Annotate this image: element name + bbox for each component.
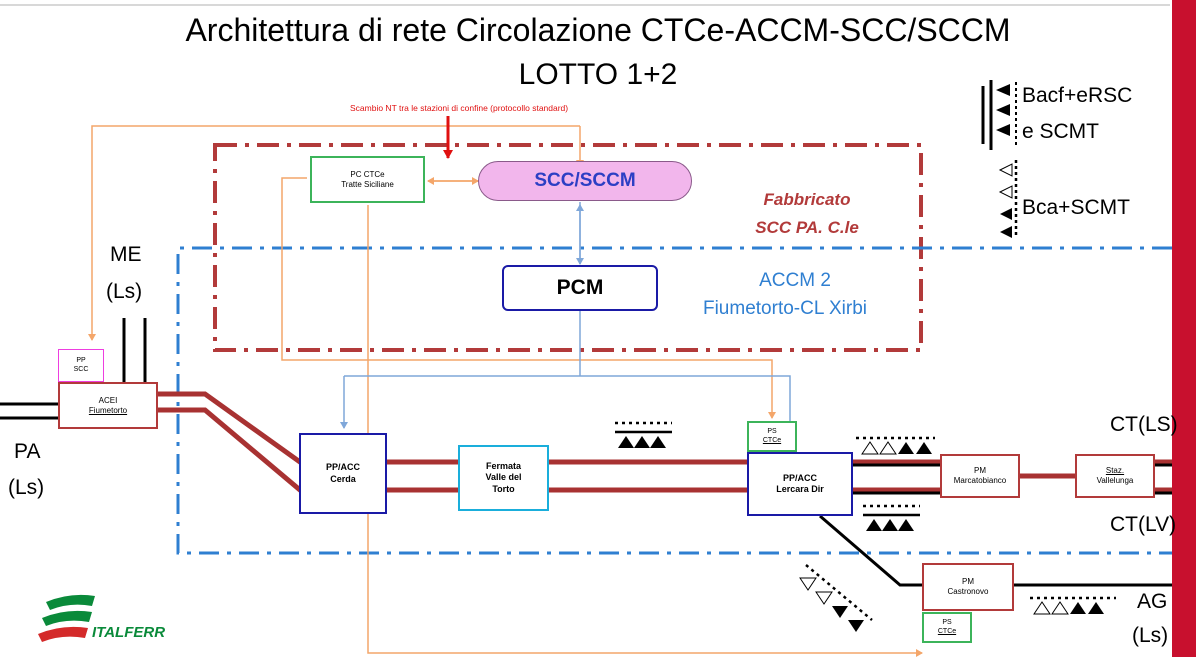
station-pa: PA <box>14 440 41 463</box>
station-me-ls: (Ls) <box>106 280 143 303</box>
ps-ctce-bottom-line2: CTCe <box>937 627 957 635</box>
symbol-bacf-lower <box>863 504 920 531</box>
pp-scc-node[interactable]: PP SCC <box>58 349 104 382</box>
fermata-line2: Valle del <box>485 472 522 483</box>
orange-links <box>88 125 923 657</box>
station-ag: AG <box>1137 590 1168 613</box>
acei-line1: ACEI <box>98 395 118 405</box>
pc-ctce-line2: Tratte Siciliane <box>341 179 394 189</box>
acei-fiumetorto-node[interactable]: ACEI Fiumetorto <box>58 382 158 429</box>
station-ag-ls: (Ls) <box>1132 624 1169 647</box>
fabbricato-label-line1: Fabbricato <box>763 190 851 209</box>
ps-ctce-bottom-line1: PS <box>942 618 952 626</box>
fermata-line3: Torto <box>492 483 515 494</box>
pc-ctce-line1: PC CTCe <box>350 169 385 179</box>
station-ct-ls: CT(LS) <box>1110 413 1178 436</box>
legend-bacf-symbol <box>981 80 1017 150</box>
pp-acc-lercara-node[interactable]: PP/ACC Lercara Dir <box>747 452 853 516</box>
lercara-line2: Lercara Dir <box>776 484 824 494</box>
pp-scc-line2: SCC <box>73 365 89 373</box>
acei-line2: Fiumetorto <box>88 405 128 415</box>
scc-sccm-label: SCC/SCCM <box>534 170 636 192</box>
legend-bacf-line1: Bacf+eRSC <box>1022 84 1133 107</box>
castronovo-line1: PM <box>962 577 974 586</box>
marcatobianco-line2: Marcatobianco <box>953 476 1007 485</box>
pp-acc-cerda-node[interactable]: PP/ACC Cerda <box>299 433 387 514</box>
pp-scc-line1: PP <box>76 356 86 364</box>
pm-marcatobianco-node[interactable]: PM Marcatobianco <box>940 454 1020 498</box>
vallelunga-line1: Staz. <box>1105 466 1125 475</box>
marcatobianco-line1: PM <box>974 466 986 475</box>
accm-frame <box>176 246 1172 555</box>
black-branches <box>819 463 1172 587</box>
italferr-logo-text: ITALFERR <box>92 624 166 641</box>
pm-castronovo-node[interactable]: PM Castronovo <box>922 563 1014 611</box>
symbol-bca-ag <box>1030 596 1116 615</box>
legend-bacf-line2: e SCMT <box>1022 120 1100 143</box>
pc-ctce-node[interactable]: PC CTCe Tratte Siciliane <box>310 156 425 203</box>
castronovo-line2: Castronovo <box>947 587 989 596</box>
cerda-line2: Cerda <box>330 473 356 484</box>
title-line2: LOTTO 1+2 <box>518 58 678 91</box>
ps-ctce-top-node[interactable]: PS CTCe <box>747 421 797 452</box>
italferr-logo-icon <box>38 594 95 642</box>
station-ct-lv: CT(LV) <box>1110 513 1177 536</box>
station-me: ME <box>110 243 142 266</box>
accm-label-line2: Fiumetorto-CL Xirbi <box>702 298 867 319</box>
ps-ctce-bottom-node[interactable]: PS CTCe <box>922 612 972 643</box>
symbol-bca-diagonal <box>799 564 873 632</box>
vallelunga-line2: Vallelunga <box>1096 476 1134 485</box>
pcm-node[interactable]: PCM <box>502 265 658 311</box>
cerda-line1: PP/ACC <box>325 462 360 473</box>
staz-vallelunga-node[interactable]: Staz. Vallelunga <box>1075 454 1155 498</box>
lercara-line1: PP/ACC <box>782 472 817 483</box>
legend-bca-symbol <box>998 160 1018 238</box>
symbol-bca-upper <box>856 436 935 455</box>
station-pa-ls: (Ls) <box>8 476 45 499</box>
pcm-label: PCM <box>556 275 604 299</box>
note-red: Scambio NT tra le stazioni di confine (p… <box>350 103 569 113</box>
title-line1: Architettura di rete Circolazione CTCe-A… <box>185 12 1011 48</box>
ps-ctce-top-line2: CTCe <box>762 436 782 444</box>
ps-ctce-top-line1: PS <box>767 427 777 435</box>
blue-links <box>340 202 794 450</box>
legend-bca: Bca+SCMT <box>1022 196 1130 219</box>
fabbricato-label-line2: SCC PA. C.le <box>755 218 859 237</box>
accm-label-line1: ACCM 2 <box>759 270 831 291</box>
right-red-bar <box>1172 0 1196 657</box>
scc-sccm-node[interactable]: SCC/SCCM <box>478 161 692 201</box>
fermata-valle-del-torto-node[interactable]: Fermata Valle del Torto <box>458 445 549 511</box>
symbol-bacf-track <box>615 421 672 448</box>
fermata-line1: Fermata <box>485 461 521 472</box>
